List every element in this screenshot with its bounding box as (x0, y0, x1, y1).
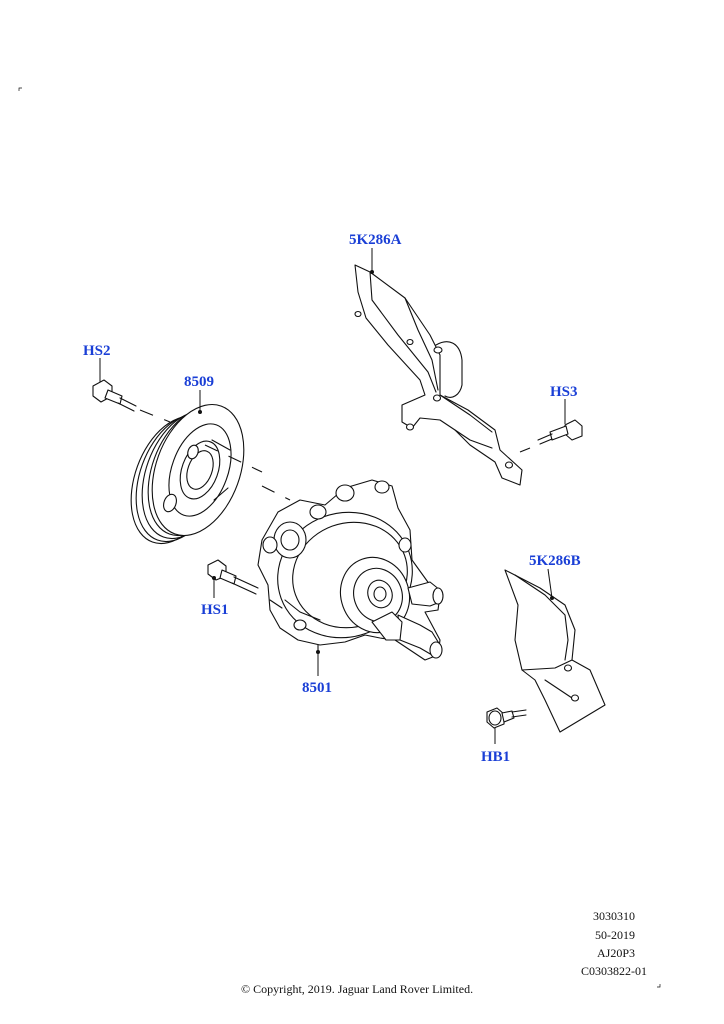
bracket-5k286a-drawing[interactable] (354, 264, 523, 486)
label-hb1[interactable]: HB1 (481, 749, 510, 765)
bolt-hb1-drawing[interactable] (486, 707, 527, 729)
reference-line-3: AJ20P3 (597, 946, 635, 960)
label-5k286a[interactable]: 5K286A (349, 232, 402, 248)
corner-mark-top-left (18, 87, 22, 91)
label-hs1[interactable]: HS1 (201, 602, 229, 618)
pulley-8509-drawing[interactable] (115, 392, 291, 556)
label-hs2[interactable]: HS2 (83, 343, 111, 359)
reference-line-2: 50-2019 (595, 928, 635, 942)
reference-line-1: 3030310 (593, 909, 635, 923)
bracket-5k286b-drawing[interactable] (504, 569, 606, 733)
label-8509[interactable]: 8509 (184, 374, 214, 390)
reference-line-4: C0303822-01 (581, 964, 647, 978)
corner-mark-bottom-right (657, 984, 661, 988)
copyright-notice: © Copyright, 2019. Jaguar Land Rover Lim… (241, 982, 473, 996)
label-5k286b[interactable]: 5K286B (529, 553, 581, 569)
bolt-hs1-drawing[interactable] (207, 559, 259, 595)
water-pump-8501-drawing[interactable] (257, 479, 444, 661)
label-hs3[interactable]: HS3 (550, 384, 578, 400)
leader-lines (99, 248, 566, 744)
bolt-hs3-drawing[interactable] (519, 419, 583, 453)
bolt-hs2-drawing[interactable] (92, 379, 171, 423)
label-8501[interactable]: 8501 (302, 680, 332, 696)
